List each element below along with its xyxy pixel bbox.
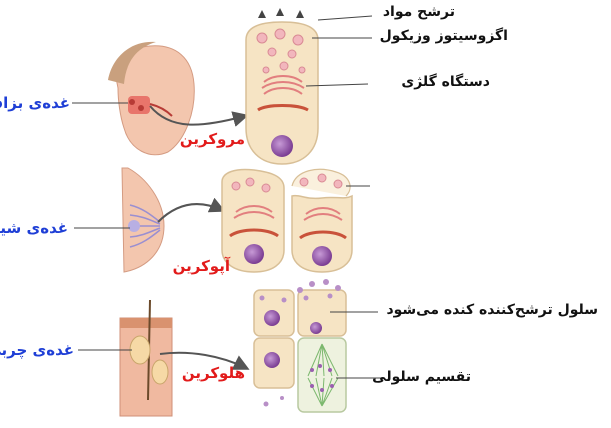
label-sebaceous-gland: غده‌ی چربی <box>0 341 74 359</box>
label-golgi: دستگاه گلژی <box>401 74 490 90</box>
label-holocrine: هلوکرین <box>182 364 245 382</box>
apocrine-cell-2 <box>292 169 352 272</box>
breast-illustration <box>122 168 164 272</box>
salivary-gland-icon <box>128 96 150 114</box>
label-secretory-cell: سلول ترشح‌کننده کنده می‌شود <box>386 302 598 318</box>
label-mammary-gland: غده‌ی شیری <box>0 219 68 237</box>
sebaceous-gland-icon <box>130 336 150 364</box>
label-cell-division: تقسیم سلولی <box>372 369 471 385</box>
skin-illustration <box>120 300 172 416</box>
label-exocytosis: اگزوسیتوز وزیکول <box>380 28 508 44</box>
label-salivary-gland: غده‌ی بزاقی <box>0 94 70 112</box>
apocrine-arrow <box>158 204 222 222</box>
mammary-gland-icon <box>128 220 140 232</box>
holocrine-cells <box>254 279 346 412</box>
label-secretion: ترشح مواد <box>383 4 455 20</box>
label-merocrine: مروکرین <box>180 130 245 148</box>
apocrine-cell-1 <box>222 170 284 273</box>
label-apocrine: آپوکرین <box>173 257 230 275</box>
